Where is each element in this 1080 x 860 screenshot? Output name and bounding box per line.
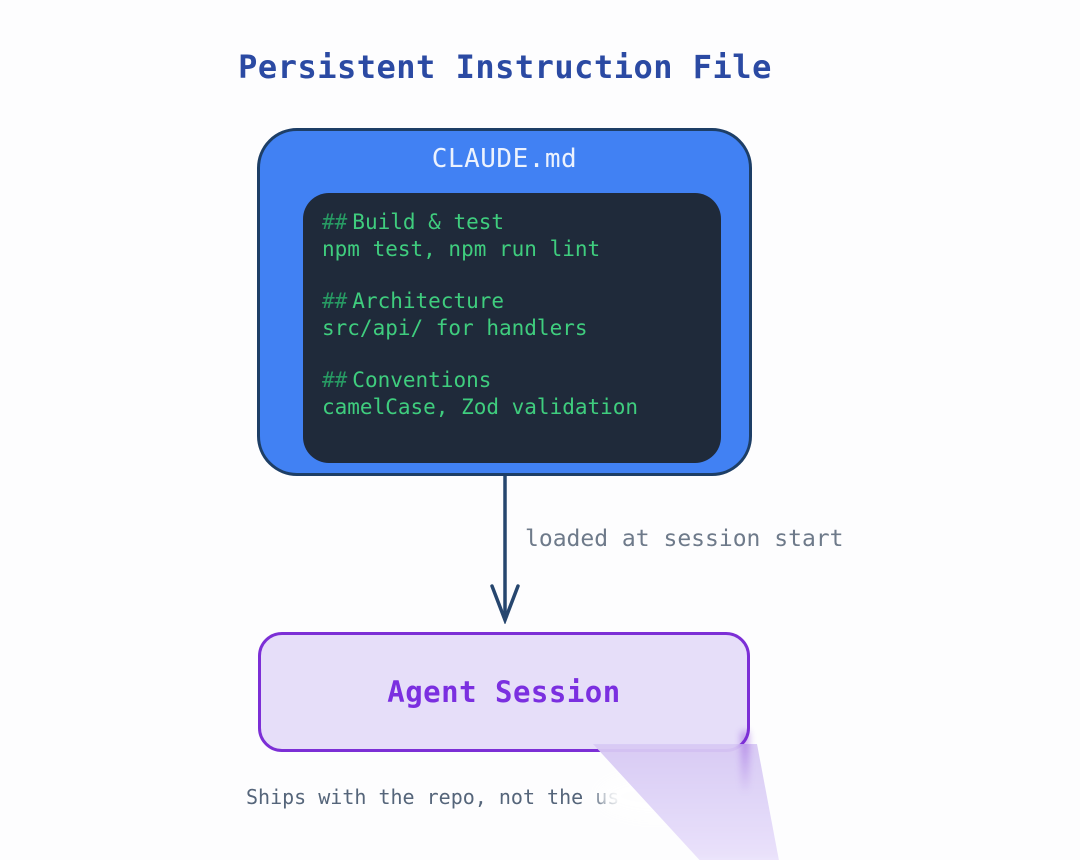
claude-md-box: CLAUDE.md ##Build & test npm test, npm r…	[257, 128, 752, 476]
code-body-line: npm test, npm run lint	[322, 237, 601, 261]
arrow-down-icon	[490, 476, 520, 624]
diagram-title: Persistent Instruction File	[238, 48, 772, 86]
code-heading-line: ##Build & test	[322, 209, 721, 236]
code-panel: ##Build & test npm test, npm run lint ##…	[303, 193, 721, 463]
code-body-line: camelCase, Zod validation	[322, 395, 639, 419]
code-heading-line: ##Conventions	[322, 367, 721, 394]
markdown-heading-marker: ##	[322, 368, 348, 392]
code-section-architecture: ##Architecture src/api/ for handlers	[322, 288, 721, 342]
smear-border-remnant	[742, 732, 748, 794]
footer-note: Ships with the repo, not the us	[246, 785, 620, 809]
agent-session-label: Agent Session	[387, 675, 621, 709]
claude-md-box-title: CLAUDE.md	[431, 144, 578, 174]
code-section-conventions: ##Conventions camelCase, Zod validation	[322, 367, 721, 421]
agent-session-box: Agent Session	[258, 632, 750, 752]
arrow-label: loaded at session start	[525, 526, 844, 552]
markdown-heading-marker: ##	[322, 289, 348, 313]
code-heading-text: Architecture	[352, 289, 505, 313]
markdown-heading-marker: ##	[322, 210, 348, 234]
code-section-build-test: ##Build & test npm test, npm run lint	[322, 209, 721, 263]
code-body-line: src/api/ for handlers	[322, 316, 588, 340]
code-heading-text: Build & test	[352, 210, 505, 234]
code-heading-line: ##Architecture	[322, 288, 721, 315]
code-heading-text: Conventions	[352, 368, 492, 392]
